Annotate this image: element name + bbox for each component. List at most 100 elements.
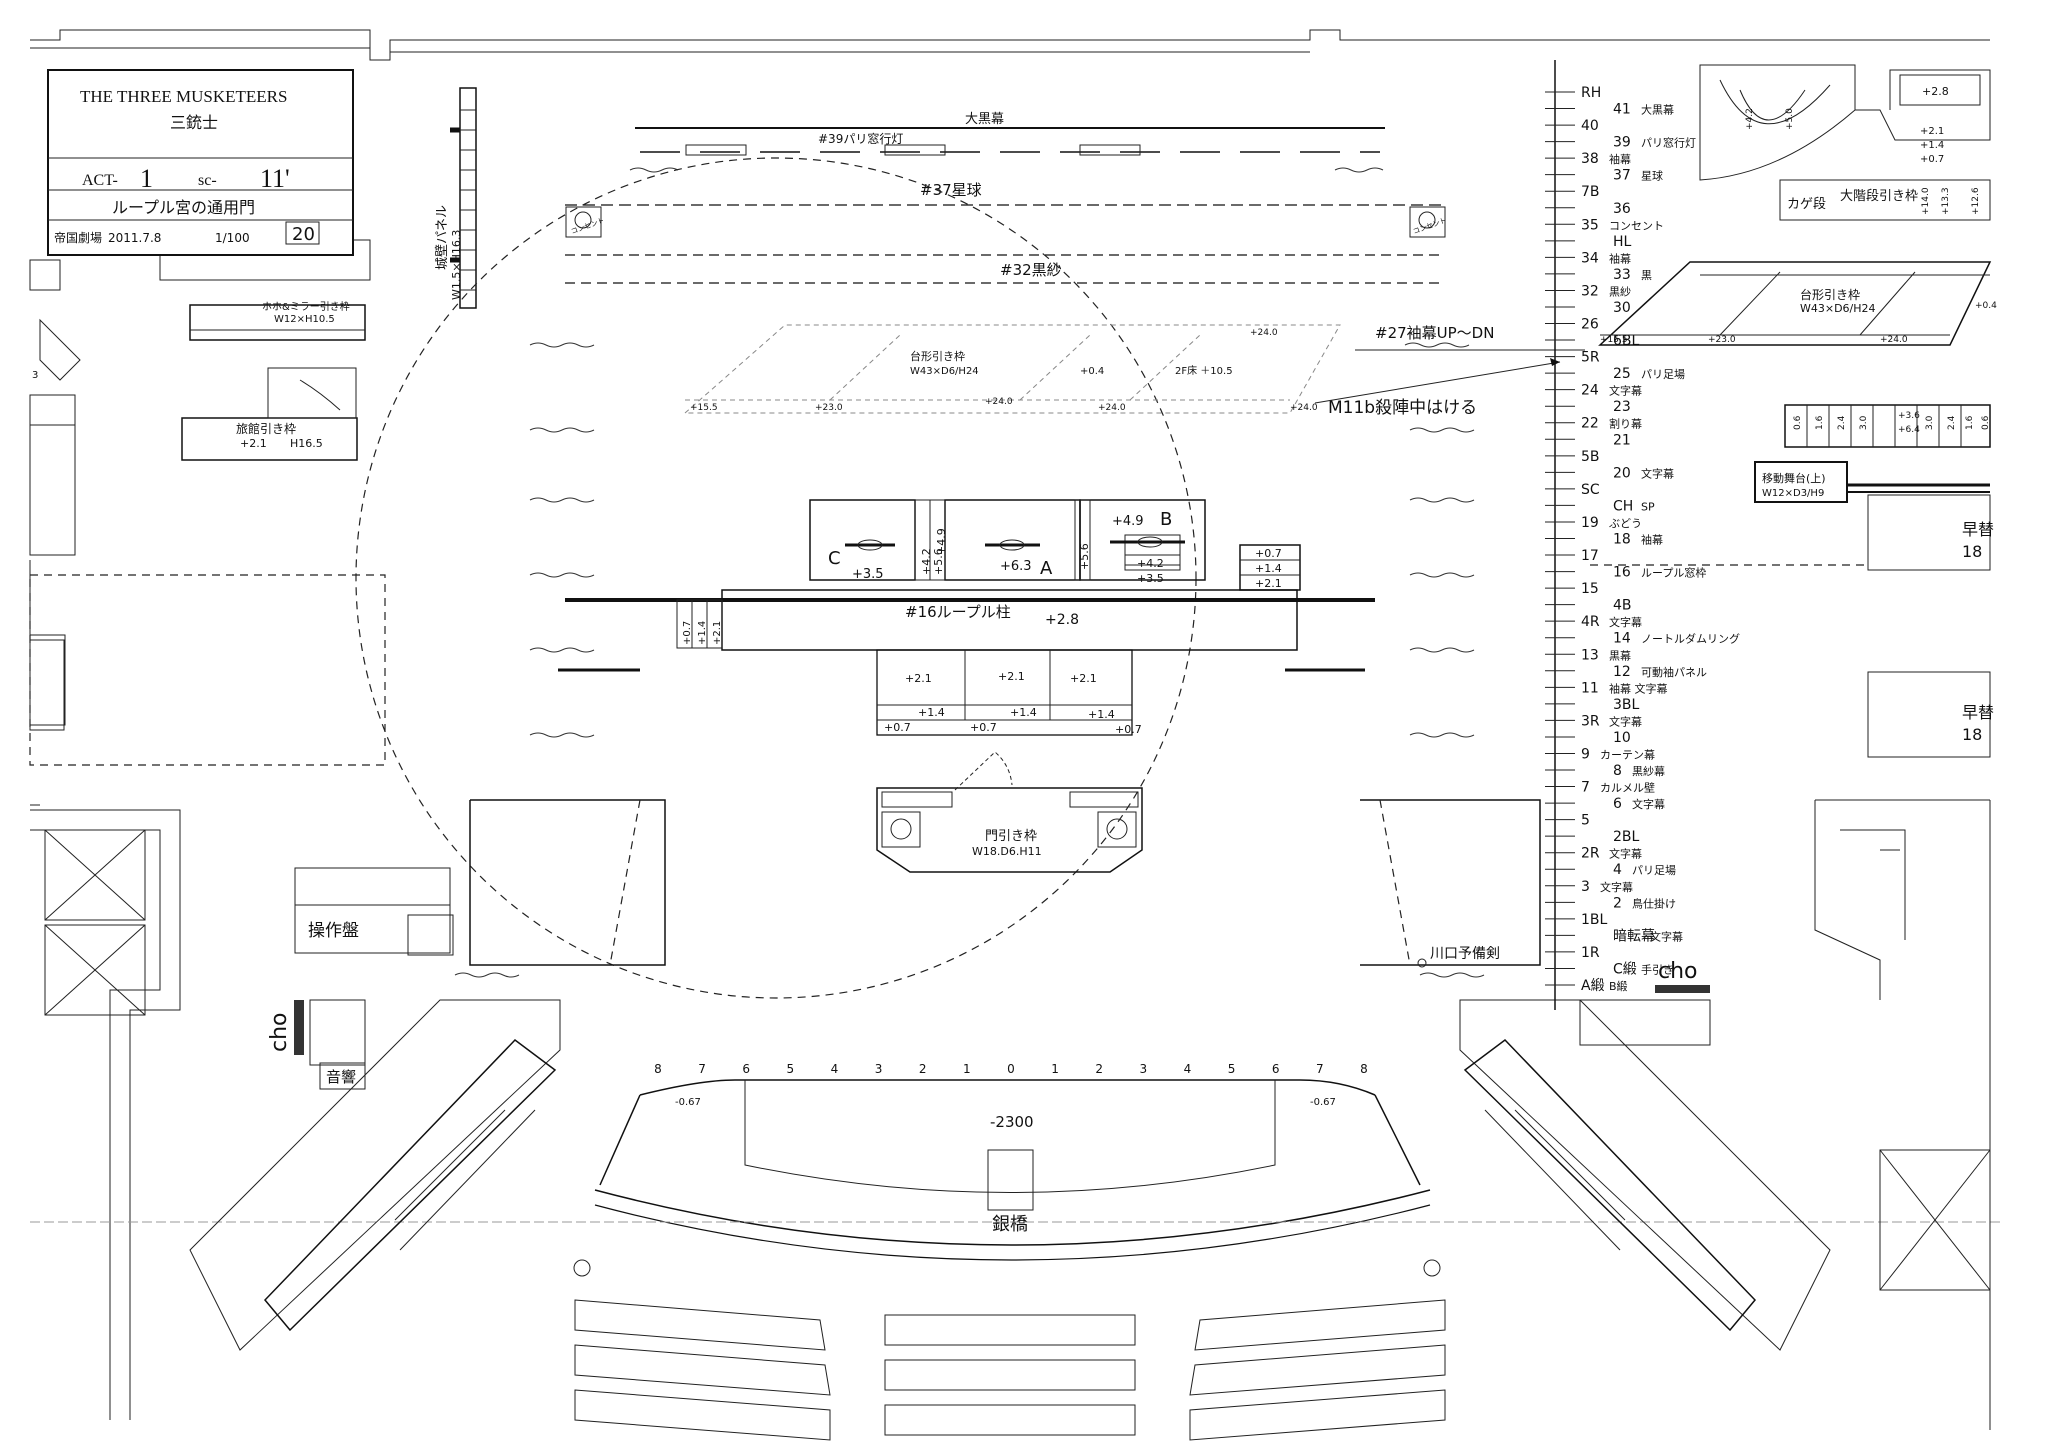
right-s140: +14.0 bbox=[1921, 187, 1931, 215]
batten-number: 21 bbox=[1613, 432, 1631, 448]
batten-desc: 大黒幕 bbox=[1641, 103, 1674, 117]
batten-number: 1BL bbox=[1581, 912, 1608, 928]
batten-number: 7B bbox=[1581, 184, 1600, 200]
apron-number: 6 bbox=[742, 1062, 750, 1076]
front-14b: +1.4 bbox=[1010, 706, 1037, 719]
batten-number: 37 bbox=[1613, 168, 1631, 184]
seikyu-label: #37星球 bbox=[920, 181, 982, 199]
theater-walls bbox=[29, 29, 1990, 1420]
apron-number: 3 bbox=[875, 1062, 883, 1076]
batten-number: 2 bbox=[1613, 895, 1622, 911]
front-07a: +0.7 bbox=[884, 721, 911, 734]
batten-number: 35 bbox=[1581, 217, 1599, 233]
castle-wall-panel bbox=[459, 87, 477, 309]
fly-battens: 大黒幕 #39パリ窓行灯 #37星球 #32黒紗 #27袖幕UP〜DN M11b… bbox=[565, 112, 1585, 418]
front-21b: +2.1 bbox=[998, 670, 1025, 683]
step-r1: +4.2 bbox=[1137, 557, 1164, 570]
ghost-name: 台形引き枠 bbox=[910, 349, 965, 363]
right-s28: +2.8 bbox=[1922, 85, 1949, 98]
theater-name: 帝国劇場 bbox=[54, 230, 102, 245]
batten-desc: ぶどう bbox=[1609, 517, 1642, 530]
front-07c: +0.7 bbox=[1115, 723, 1142, 736]
platform-height: +2.8 bbox=[1045, 612, 1079, 628]
batten-desc: 文字幕 bbox=[1641, 466, 1674, 480]
control-panel-box bbox=[294, 867, 451, 954]
unit-b-label: B bbox=[1160, 509, 1172, 530]
batten-desc: ノートルダムリング bbox=[1641, 632, 1740, 646]
ghost-v15: +15.5 bbox=[690, 403, 718, 413]
front-07b: +0.7 bbox=[970, 721, 997, 734]
right-s126: +12.6 bbox=[1971, 187, 1981, 215]
m11b-label: M11b殺陣中はける bbox=[1328, 398, 1477, 418]
batten-desc: 袖幕 文字幕 bbox=[1609, 681, 1668, 695]
apron-number: 7 bbox=[1316, 1062, 1324, 1076]
batten-desc: ループル窓枠 bbox=[1641, 566, 1706, 580]
right-s42: +4.2 bbox=[1745, 108, 1755, 130]
batten-number: 24 bbox=[1581, 383, 1599, 399]
unit-c-label: C bbox=[828, 548, 841, 569]
unit-b-height: +4.9 bbox=[1112, 514, 1144, 529]
ghost-v24c: +24.0 bbox=[1098, 403, 1126, 413]
moving-stage-label: 移動舞台(上) bbox=[1762, 471, 1826, 485]
apron-number: 4 bbox=[1184, 1062, 1192, 1076]
stack-21: +2.1 bbox=[1255, 577, 1282, 590]
front-21c: +2.1 bbox=[1070, 672, 1097, 685]
batten-number: CH bbox=[1613, 498, 1633, 514]
page-number: 20 bbox=[292, 224, 315, 245]
batten-number: 6 bbox=[1613, 796, 1622, 812]
batten-desc: 文字幕 bbox=[1609, 615, 1642, 629]
ghost-v24b: +24.0 bbox=[985, 397, 1013, 407]
quick-change-1-n: 18 bbox=[1962, 542, 1982, 561]
l-stack-21: +2.1 bbox=[712, 621, 723, 645]
batten-number: 5B bbox=[1581, 449, 1600, 465]
right-s07: +0.7 bbox=[1920, 154, 1944, 165]
side-boxes bbox=[189, 999, 1831, 1351]
apron-number: 6 bbox=[1272, 1062, 1280, 1076]
batten-number: RH bbox=[1581, 85, 1601, 101]
ghost-val1: +0.4 bbox=[1080, 366, 1104, 377]
batten-desc: 文字幕 bbox=[1609, 847, 1642, 861]
right-s240: +24.0 bbox=[1880, 335, 1908, 345]
right-s14: +1.4 bbox=[1920, 140, 1944, 151]
apron-number: 3 bbox=[1140, 1062, 1148, 1076]
ghost-val2: 2F床 ＋10.5 bbox=[1175, 364, 1233, 377]
batten-number: 15 bbox=[1581, 581, 1599, 597]
batten-number: 3R bbox=[1581, 713, 1600, 729]
stair-06a: 0.6 bbox=[1793, 415, 1803, 430]
batten-number: 16 bbox=[1613, 565, 1631, 581]
unit-c-height: +3.5 bbox=[852, 567, 884, 582]
cho-right-label: cho bbox=[1658, 959, 1698, 984]
batten-desc: 手引き bbox=[1641, 962, 1674, 976]
right-wing-units: +4.2 +5.0 +2.8 +2.1 +1.4 +0.7 カゲ段 大階段引き枠… bbox=[1579, 64, 1997, 1430]
ghost-v24d: +24.0 bbox=[1290, 403, 1318, 413]
louvre-column-label: #16ループル柱 bbox=[905, 603, 1011, 621]
batten-number: HL bbox=[1613, 234, 1632, 250]
step-42: +4.2 bbox=[920, 548, 933, 575]
batten-number: 8 bbox=[1613, 763, 1622, 779]
batten-number: SC bbox=[1581, 482, 1600, 498]
act-number: 1 bbox=[140, 164, 153, 193]
console-right: コンセント bbox=[1412, 216, 1448, 235]
stair-24a: 2.4 bbox=[1837, 415, 1847, 430]
batten-desc: 星球 bbox=[1641, 169, 1663, 183]
l-stack-07: +0.7 bbox=[682, 621, 693, 645]
batten-number: 22 bbox=[1581, 416, 1599, 432]
batten-number: 19 bbox=[1581, 515, 1599, 531]
right-s04: +0.4 bbox=[1975, 301, 1997, 311]
unit-a-height: +6.3 bbox=[1000, 559, 1032, 574]
batten-number: 7 bbox=[1581, 780, 1590, 796]
center-set-units: B +4.9 A +6.3 C +3.5 +4.2 +4.9 +5.6 +5.6… bbox=[558, 499, 1375, 736]
batten-number: C緞 bbox=[1613, 961, 1637, 977]
stack-07: +0.7 bbox=[1255, 547, 1282, 560]
batten-desc: パリ足場 bbox=[1641, 368, 1685, 381]
title-text: THE THREE MUSKETEERS bbox=[80, 87, 287, 106]
step-r2: +3.5 bbox=[1137, 572, 1164, 585]
batten-number: 3 bbox=[1581, 879, 1590, 895]
batten-desc: 可動袖パネル bbox=[1641, 665, 1707, 679]
batten-number: 12 bbox=[1613, 664, 1631, 680]
ghost-dims: W43×D6/H24 bbox=[910, 366, 979, 377]
ghost-trapezoid-unit: 台形引き枠 W43×D6/H24 +0.4 2F床 ＋10.5 +24.0 +2… bbox=[683, 324, 1341, 414]
quick-change-2-n: 18 bbox=[1962, 725, 1982, 744]
kage-label: カゲ段 bbox=[1787, 197, 1826, 212]
